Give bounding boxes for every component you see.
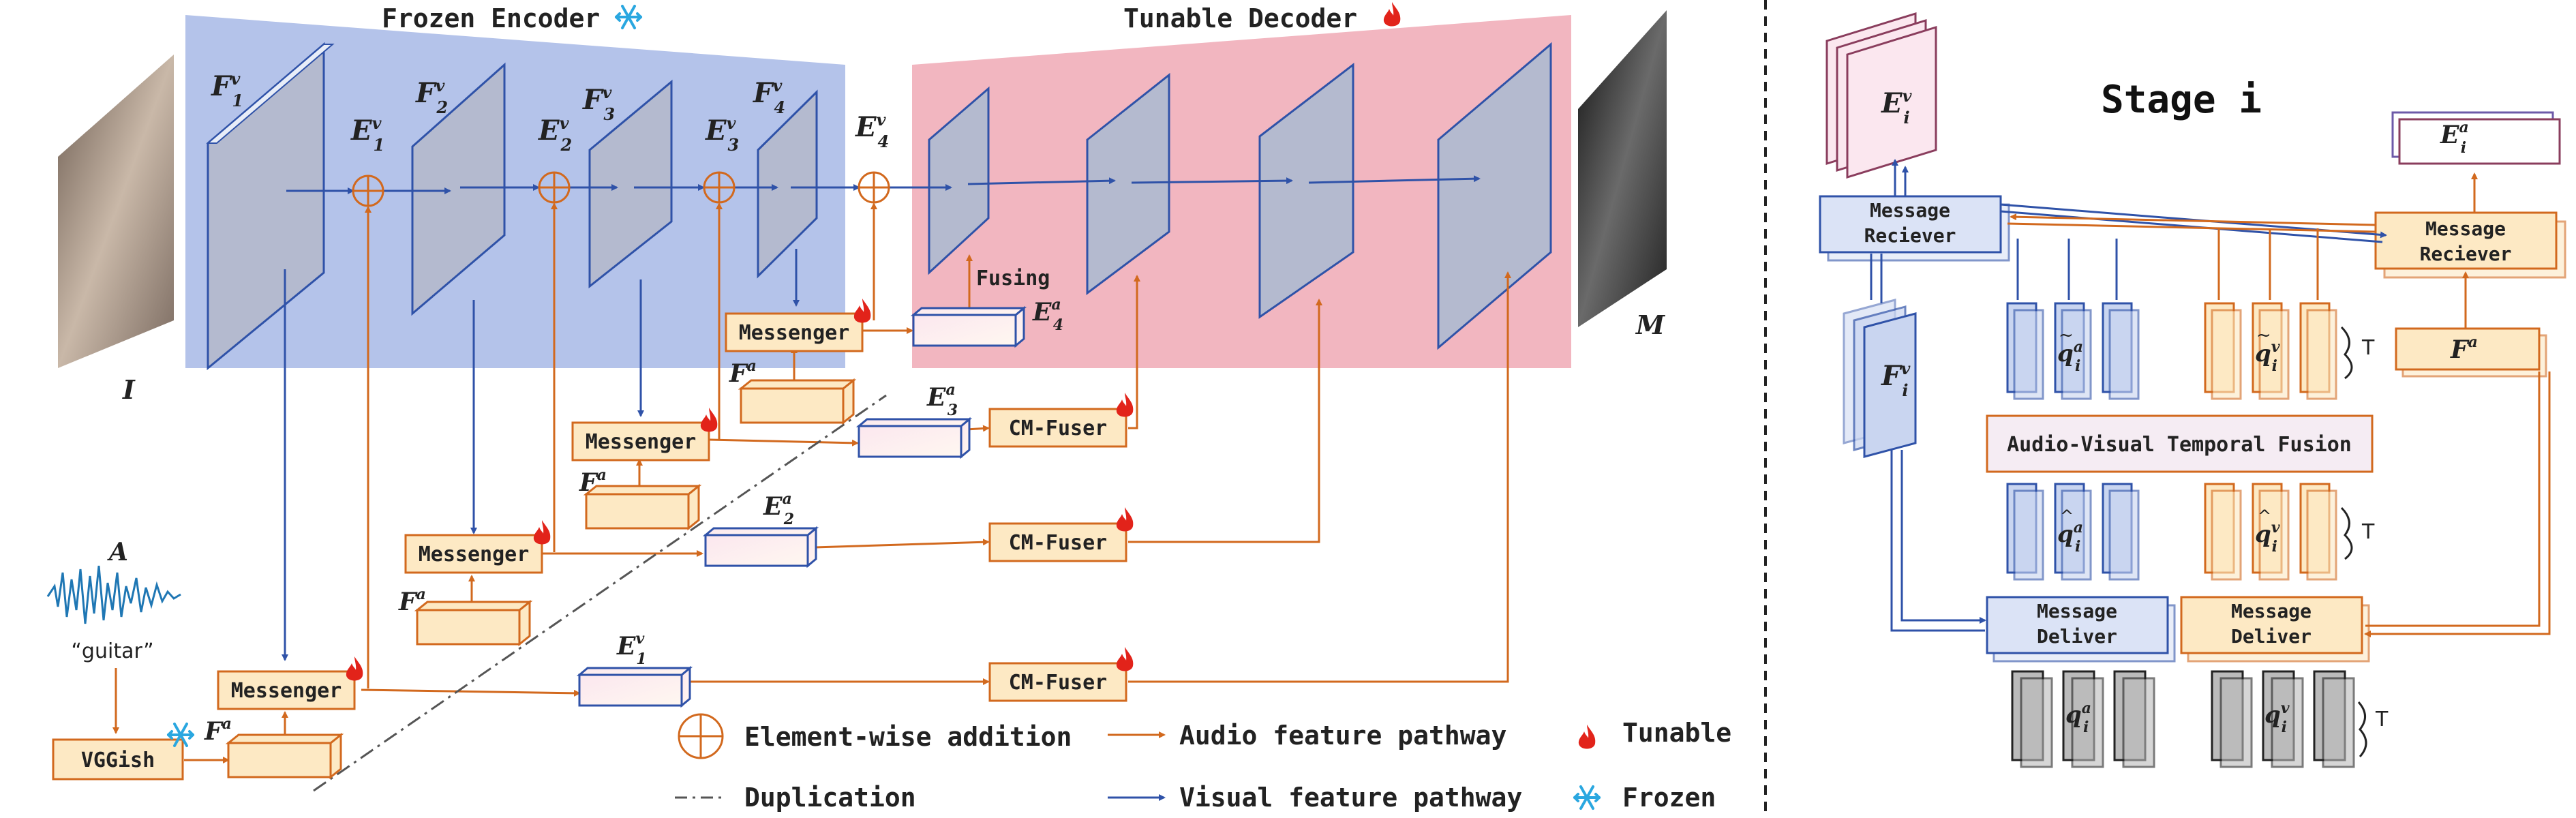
- decoder-region: [912, 15, 1571, 368]
- svg-text:Message: Message: [2037, 600, 2117, 622]
- svg-text:VGGish: VGGish: [81, 748, 155, 772]
- q-v-tokens: [2211, 670, 2355, 768]
- flame-icon: [1116, 507, 1134, 532]
- messenger-1: Messenger: [217, 656, 363, 710]
- messenger-4: Messenger: [725, 299, 871, 352]
- svg-text:~: ~: [2256, 325, 2271, 346]
- vggish-box: VGGish: [52, 723, 194, 781]
- stage-title: Stage i: [2101, 78, 2262, 122]
- svg-text:Reciever: Reciever: [1864, 224, 1956, 247]
- flame-icon: [533, 520, 551, 545]
- output-mask: [1578, 10, 1667, 327]
- svg-text:Messenger: Messenger: [231, 679, 342, 703]
- svg-text:^: ^: [2258, 506, 2271, 526]
- svg-text:^: ^: [2060, 506, 2074, 526]
- svg-text:Audio-Visual Temporal Fusion: Audio-Visual Temporal Fusion: [2007, 433, 2352, 457]
- legend: Element-wise addition Duplication Audio …: [675, 713, 1731, 813]
- cm-fuser-1: CM-Fuser: [988, 393, 1134, 448]
- svg-text:Ea2: Ea2: [763, 490, 794, 528]
- E3a-box: [855, 416, 973, 459]
- fa-box: [225, 378, 857, 780]
- svg-text:Tunable: Tunable: [1622, 718, 1731, 748]
- output-label: M: [1635, 309, 1665, 340]
- flame-icon: [1116, 393, 1134, 417]
- Fa-box-right: [2395, 327, 2547, 378]
- q-tilde-v-tokens: [2204, 302, 2337, 400]
- encoder-slab-1: [206, 42, 335, 371]
- message-reciever-audio: Message Reciever: [2374, 211, 2566, 279]
- svg-text:Visual feature pathway: Visual feature pathway: [1179, 783, 1522, 813]
- svg-text:Audio feature pathway: Audio feature pathway: [1179, 721, 1506, 751]
- flame-icon: [700, 408, 718, 432]
- svg-text:Message: Message: [2425, 217, 2506, 240]
- q-tilde-a-tokens: [2006, 302, 2140, 400]
- decoder-slab-4: [1437, 42, 1552, 350]
- svg-text:T: T: [2361, 520, 2375, 544]
- decoder-slab-2: [1086, 72, 1170, 295]
- encoder-title: Frozen Encoder: [382, 3, 600, 33]
- avtf-box: Audio-Visual Temporal Fusion: [1986, 414, 2374, 473]
- encoder-slab-2: [411, 62, 506, 316]
- messenger-3: Messenger: [571, 408, 718, 461]
- svg-text:Message: Message: [1870, 199, 1950, 222]
- flame-icon: [853, 299, 871, 323]
- Eia-stack: [2391, 111, 2561, 165]
- input-image: [58, 55, 174, 368]
- messenger-2: Messenger: [404, 520, 551, 574]
- input-label: I: [122, 374, 136, 405]
- svg-text:Messenger: Messenger: [739, 321, 850, 345]
- flame-icon: [1578, 725, 1596, 749]
- message-reciever-visual: Message Reciever: [1819, 195, 2010, 262]
- audio-caption: “guitar”: [71, 639, 153, 663]
- svg-text:CM-Fuser: CM-Fuser: [1009, 416, 1108, 440]
- message-deliver-visual: Message Deliver: [1986, 596, 2176, 663]
- decoder-slab-3: [1258, 62, 1354, 319]
- q-a-tokens: [2011, 670, 2155, 768]
- svg-text:Messenger: Messenger: [419, 543, 530, 566]
- encoder-region: [185, 15, 845, 368]
- E1v-box: [576, 665, 693, 708]
- decoder-title: Tunable Decoder: [1123, 3, 1357, 33]
- svg-text:Messenger: Messenger: [586, 430, 697, 454]
- svg-text:CM-Fuser: CM-Fuser: [1009, 531, 1108, 555]
- svg-text:Ea3: Ea3: [926, 381, 958, 419]
- E4a-box: [910, 305, 1027, 348]
- fusing-label: Fusing: [976, 267, 1050, 290]
- encoder-slab-4: [757, 89, 818, 279]
- svg-text:Ev1: Ev1: [616, 630, 647, 668]
- q-hat-v-tokens: [2204, 483, 2337, 581]
- flame-icon: [1383, 2, 1401, 27]
- q-hat-a-tokens: [2006, 483, 2140, 581]
- cm-fuser-3: CM-Fuser: [988, 647, 1134, 702]
- E2a-box: [702, 526, 819, 569]
- svg-text:CM-Fuser: CM-Fuser: [1009, 671, 1108, 695]
- snowflake-icon: [1573, 785, 1601, 810]
- svg-text:T: T: [2375, 708, 2389, 731]
- svg-text:Duplication: Duplication: [744, 783, 916, 813]
- duplication-line: [313, 394, 887, 792]
- svg-text:Deliver: Deliver: [2231, 625, 2312, 648]
- svg-text:Frozen: Frozen: [1622, 783, 1716, 813]
- svg-text:~: ~: [2059, 325, 2074, 346]
- flame-icon: [346, 656, 363, 681]
- snowflake-icon: [615, 5, 642, 29]
- Fiv-stack: [1843, 299, 1917, 458]
- svg-text:T: T: [2361, 336, 2375, 360]
- audio-waveform: [46, 565, 181, 624]
- audio-label: A: [107, 538, 128, 566]
- svg-text:Fa: Fa: [204, 715, 232, 746]
- svg-text:Element-wise addition: Element-wise addition: [744, 722, 1072, 752]
- encoder-slab-3: [588, 79, 673, 289]
- decoder-slab-1: [928, 86, 990, 275]
- Eiv-stack: [1825, 12, 1937, 179]
- svg-text:Reciever: Reciever: [2420, 243, 2512, 265]
- cm-fuser-2: CM-Fuser: [988, 507, 1134, 562]
- svg-text:Message: Message: [2231, 600, 2312, 622]
- svg-text:Deliver: Deliver: [2037, 625, 2117, 648]
- flame-icon: [1116, 647, 1134, 671]
- message-deliver-audio: Message Deliver: [2180, 596, 2370, 663]
